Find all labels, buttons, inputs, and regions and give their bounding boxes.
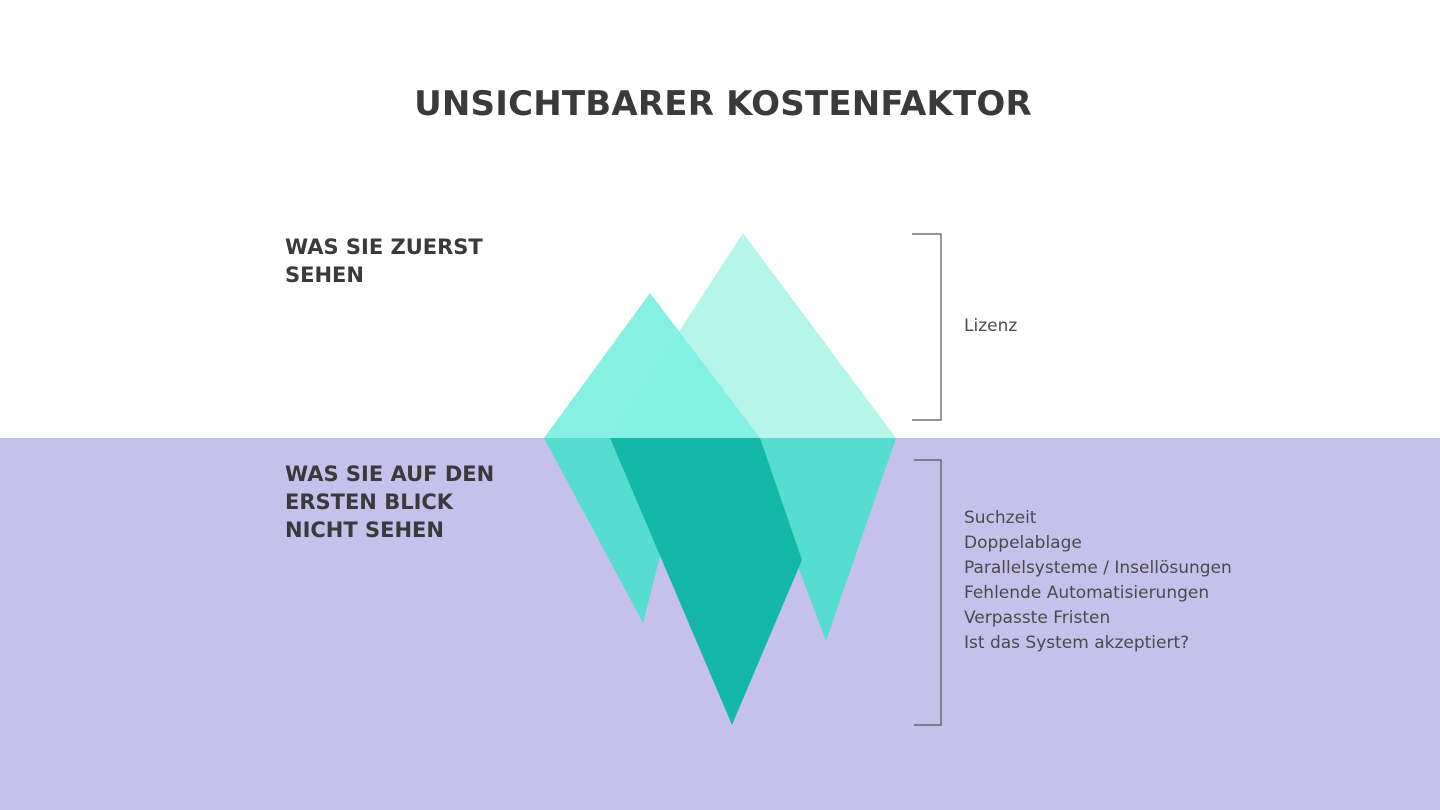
list-item: Suchzeit — [964, 508, 1037, 528]
iceberg-peak-front — [544, 293, 760, 438]
list-item: Fehlende Automatisierungen — [964, 583, 1210, 603]
bracket-above — [912, 233, 942, 421]
page-title: UNSICHTBARER KOSTENFAKTOR — [414, 84, 1032, 124]
list-item: Verpasste Fristen — [964, 608, 1111, 628]
list-item: Doppelablage — [964, 533, 1082, 553]
iceberg-under-right — [750, 438, 896, 641]
heading-hidden-line-1: WAS SIE AUF DEN — [285, 462, 495, 486]
list-item: Ist das System akzeptiert? — [964, 633, 1190, 653]
hidden-cost-list: Suchzeit Doppelablage Parallelsysteme / … — [964, 506, 1232, 656]
iceberg-under-center — [610, 438, 802, 725]
heading-hidden-costs: WAS SIE AUF DEN ERSTEN BLICK NICHT SEHEN — [285, 460, 494, 544]
list-item: Lizenz — [964, 316, 1018, 336]
list-item: Parallelsysteme / Insellösungen — [964, 558, 1232, 578]
heading-hidden-line-3: NICHT SEHEN — [285, 518, 444, 542]
heading-visible-line-1: WAS SIE ZUERST — [285, 235, 483, 259]
visible-cost-list: Lizenz — [964, 314, 1017, 339]
heading-visible-costs: WAS SIE ZUERST SEHEN — [285, 233, 483, 289]
heading-visible-line-2: SEHEN — [285, 263, 364, 287]
bracket-below — [914, 459, 942, 726]
heading-hidden-line-2: ERSTEN BLICK — [285, 490, 454, 514]
